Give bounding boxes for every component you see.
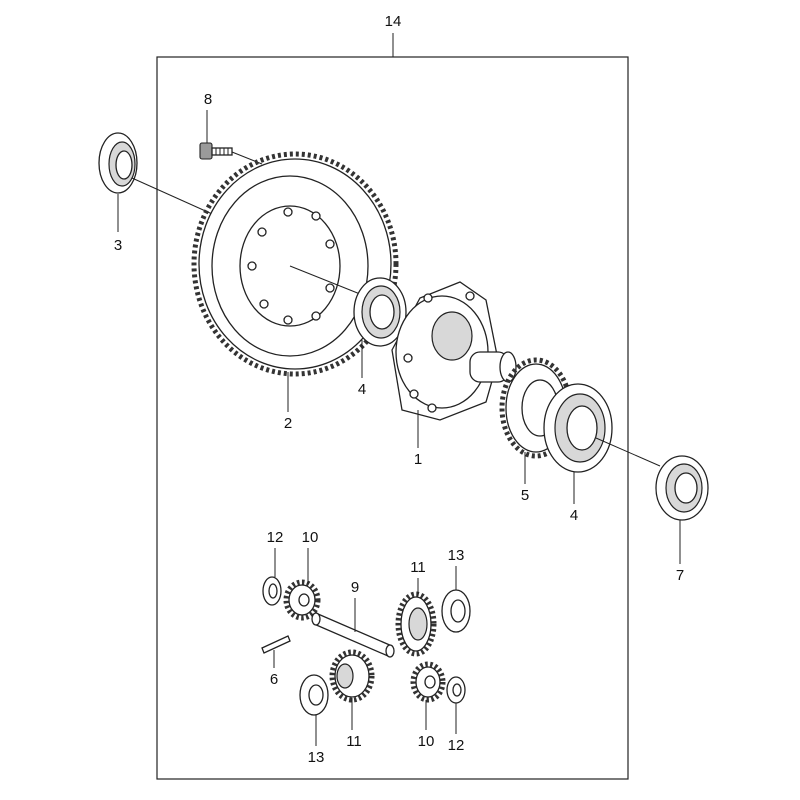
- leader-4-axis: [595, 437, 661, 467]
- callout-1: 1: [414, 451, 422, 468]
- differential-case: [391, 281, 517, 421]
- thrust-washer-bottom: [446, 676, 466, 704]
- callout-13-bottom: 13: [308, 749, 325, 766]
- callout-6: 6: [270, 671, 278, 688]
- callout-11-bottom: 11: [346, 733, 362, 750]
- pinion-shaft: [311, 612, 395, 658]
- side-washer-top: [441, 589, 471, 633]
- side-washer-bottom: [299, 674, 329, 716]
- assembly-number: 14: [385, 13, 402, 30]
- callout-10-top: 10: [302, 529, 319, 546]
- callout-12-top: 12: [267, 529, 284, 546]
- callout-13-top: 13: [448, 547, 465, 564]
- callout-4-left: 4: [358, 381, 366, 398]
- bolt: [199, 142, 233, 160]
- callout-9: 9: [351, 579, 359, 596]
- callout-10-bottom: 10: [418, 733, 435, 750]
- pinion-gear-bottom: [410, 661, 446, 703]
- callout-8: 8: [204, 91, 212, 108]
- side-gear-top: [395, 591, 437, 657]
- callout-2: 2: [284, 415, 292, 432]
- bearing-left: [353, 277, 407, 347]
- thrust-washer-top: [262, 576, 282, 606]
- side-gear-bottom: [329, 649, 375, 703]
- callout-3: 3: [114, 237, 122, 254]
- lock-pin: [261, 635, 291, 654]
- callout-5: 5: [521, 487, 529, 504]
- pinion-gear-top: [283, 579, 321, 621]
- callout-12-bottom: 12: [448, 737, 465, 754]
- callout-7: 7: [676, 567, 684, 584]
- oil-seal-right: [655, 455, 709, 521]
- callout-4-right: 4: [570, 507, 578, 524]
- callout-11-top: 11: [410, 559, 426, 576]
- oil-seal-left: [98, 132, 138, 194]
- bearing-right: [543, 383, 613, 473]
